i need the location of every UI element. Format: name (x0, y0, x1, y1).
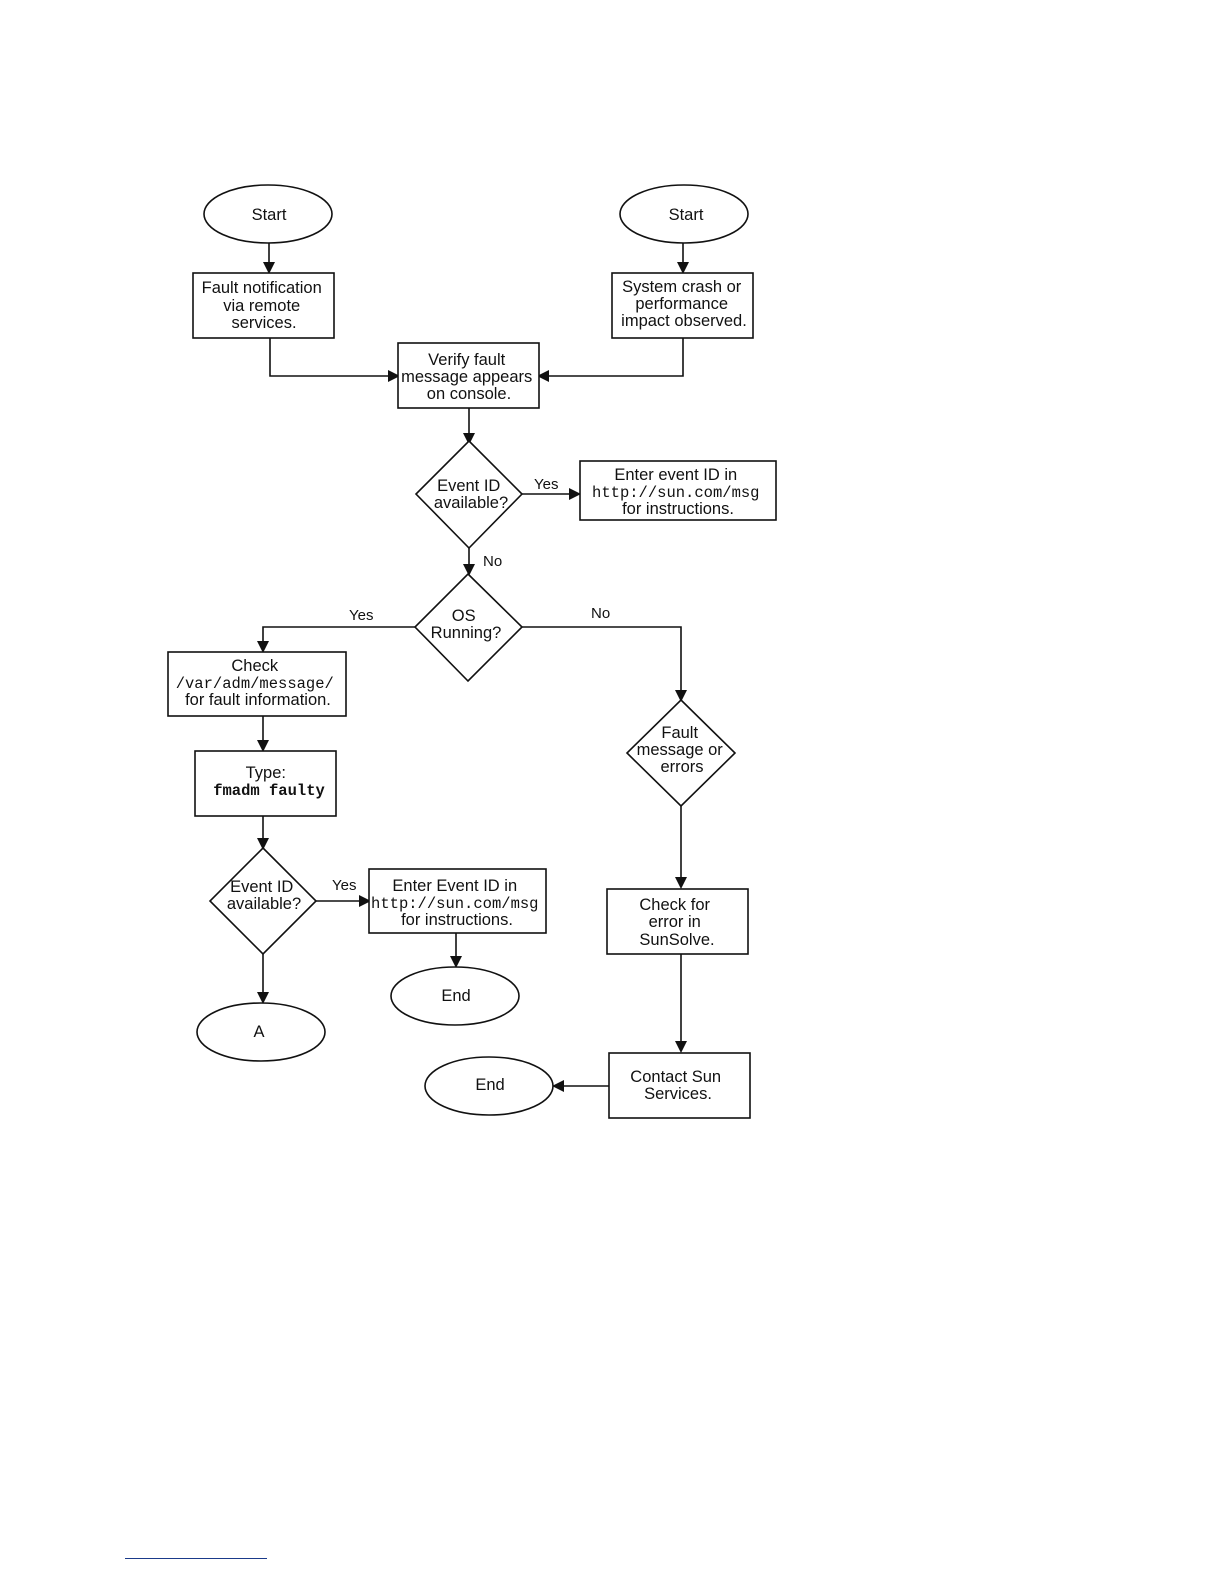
node-start-right-label: Start (669, 206, 704, 224)
node-enter-event-id-1-text: Enter event ID in http://sun.com/msg for… (592, 466, 764, 518)
node-fault-message-errors: Fault message or errors (625, 698, 737, 808)
node-event-id-decision-1-text: Event ID available? (434, 477, 508, 512)
node-end-bottom: End (424, 1056, 554, 1116)
node-terminal-a-label: A (253, 1023, 264, 1041)
node-check-sunsolve: Check for error in SunSolve. (606, 888, 749, 955)
node-event-id-decision-2: Event ID available? (208, 846, 318, 956)
node-enter-event-id-2: Enter Event ID in http://sun.com/msg for… (368, 868, 547, 934)
node-type-fmadm-text: Type: fmadm faulty (213, 764, 325, 800)
node-check-sunsolve-text: Check for error in SunSolve. (639, 896, 714, 949)
edge-os-running-yes (257, 626, 415, 653)
node-start-left-label: Start (252, 206, 287, 224)
node-verify-fault-text: Verify fault message appears on console. (401, 351, 537, 403)
edge-label-event1-yes: Yes (534, 476, 558, 493)
node-fault-notification: Fault notification via remote services. (192, 272, 335, 339)
node-system-crash-text: System crash or performance impact obser… (621, 278, 747, 330)
node-contact-sun: Contact Sun Services. (608, 1052, 751, 1119)
node-enter-event-id-1: Enter event ID in http://sun.com/msg for… (579, 460, 777, 521)
footer-rule (125, 1558, 267, 1559)
node-check-var-adm: Check /var/adm/message/ for fault inform… (167, 651, 347, 717)
node-event-id-decision-1: Event ID available? (414, 439, 524, 550)
edge-label-os-yes: Yes (349, 607, 373, 624)
node-end-middle-label: End (441, 987, 470, 1005)
node-fault-notification-text: Fault notification via remote services. (202, 279, 327, 332)
node-verify-fault: Verify fault message appears on console. (397, 342, 540, 409)
node-start-left: Start (203, 184, 333, 244)
node-terminal-a: A (196, 1002, 326, 1062)
connectors (257, 242, 689, 1092)
edge-label-os-no: No (591, 605, 610, 622)
node-start-right: Start (619, 184, 749, 244)
node-type-fmadm: Type: fmadm faulty (194, 750, 337, 817)
node-os-running-text: OS Running? (431, 607, 502, 642)
node-event-id-decision-2-text: Event ID available? (227, 878, 301, 913)
node-fault-message-errors-text: Fault message or errors (637, 724, 728, 776)
edge-fault-notification-to-verify (269, 338, 400, 382)
edge-system-crash-to-verify (537, 338, 684, 382)
node-check-var-adm-text: Check /var/adm/message/ for fault inform… (176, 657, 339, 709)
node-os-running: OS Running? (413, 572, 524, 683)
node-contact-sun-text: Contact Sun Services. (630, 1068, 725, 1103)
edge-label-event1-no: No (483, 553, 502, 570)
edge-os-running-no (522, 626, 687, 702)
edge-label-event2-yes: Yes (332, 877, 356, 894)
node-end-bottom-label: End (475, 1076, 504, 1094)
node-end-middle: End (390, 966, 520, 1026)
node-enter-event-id-2-text: Enter Event ID in http://sun.com/msg for… (371, 877, 543, 929)
node-system-crash: System crash or performance impact obser… (611, 272, 754, 339)
